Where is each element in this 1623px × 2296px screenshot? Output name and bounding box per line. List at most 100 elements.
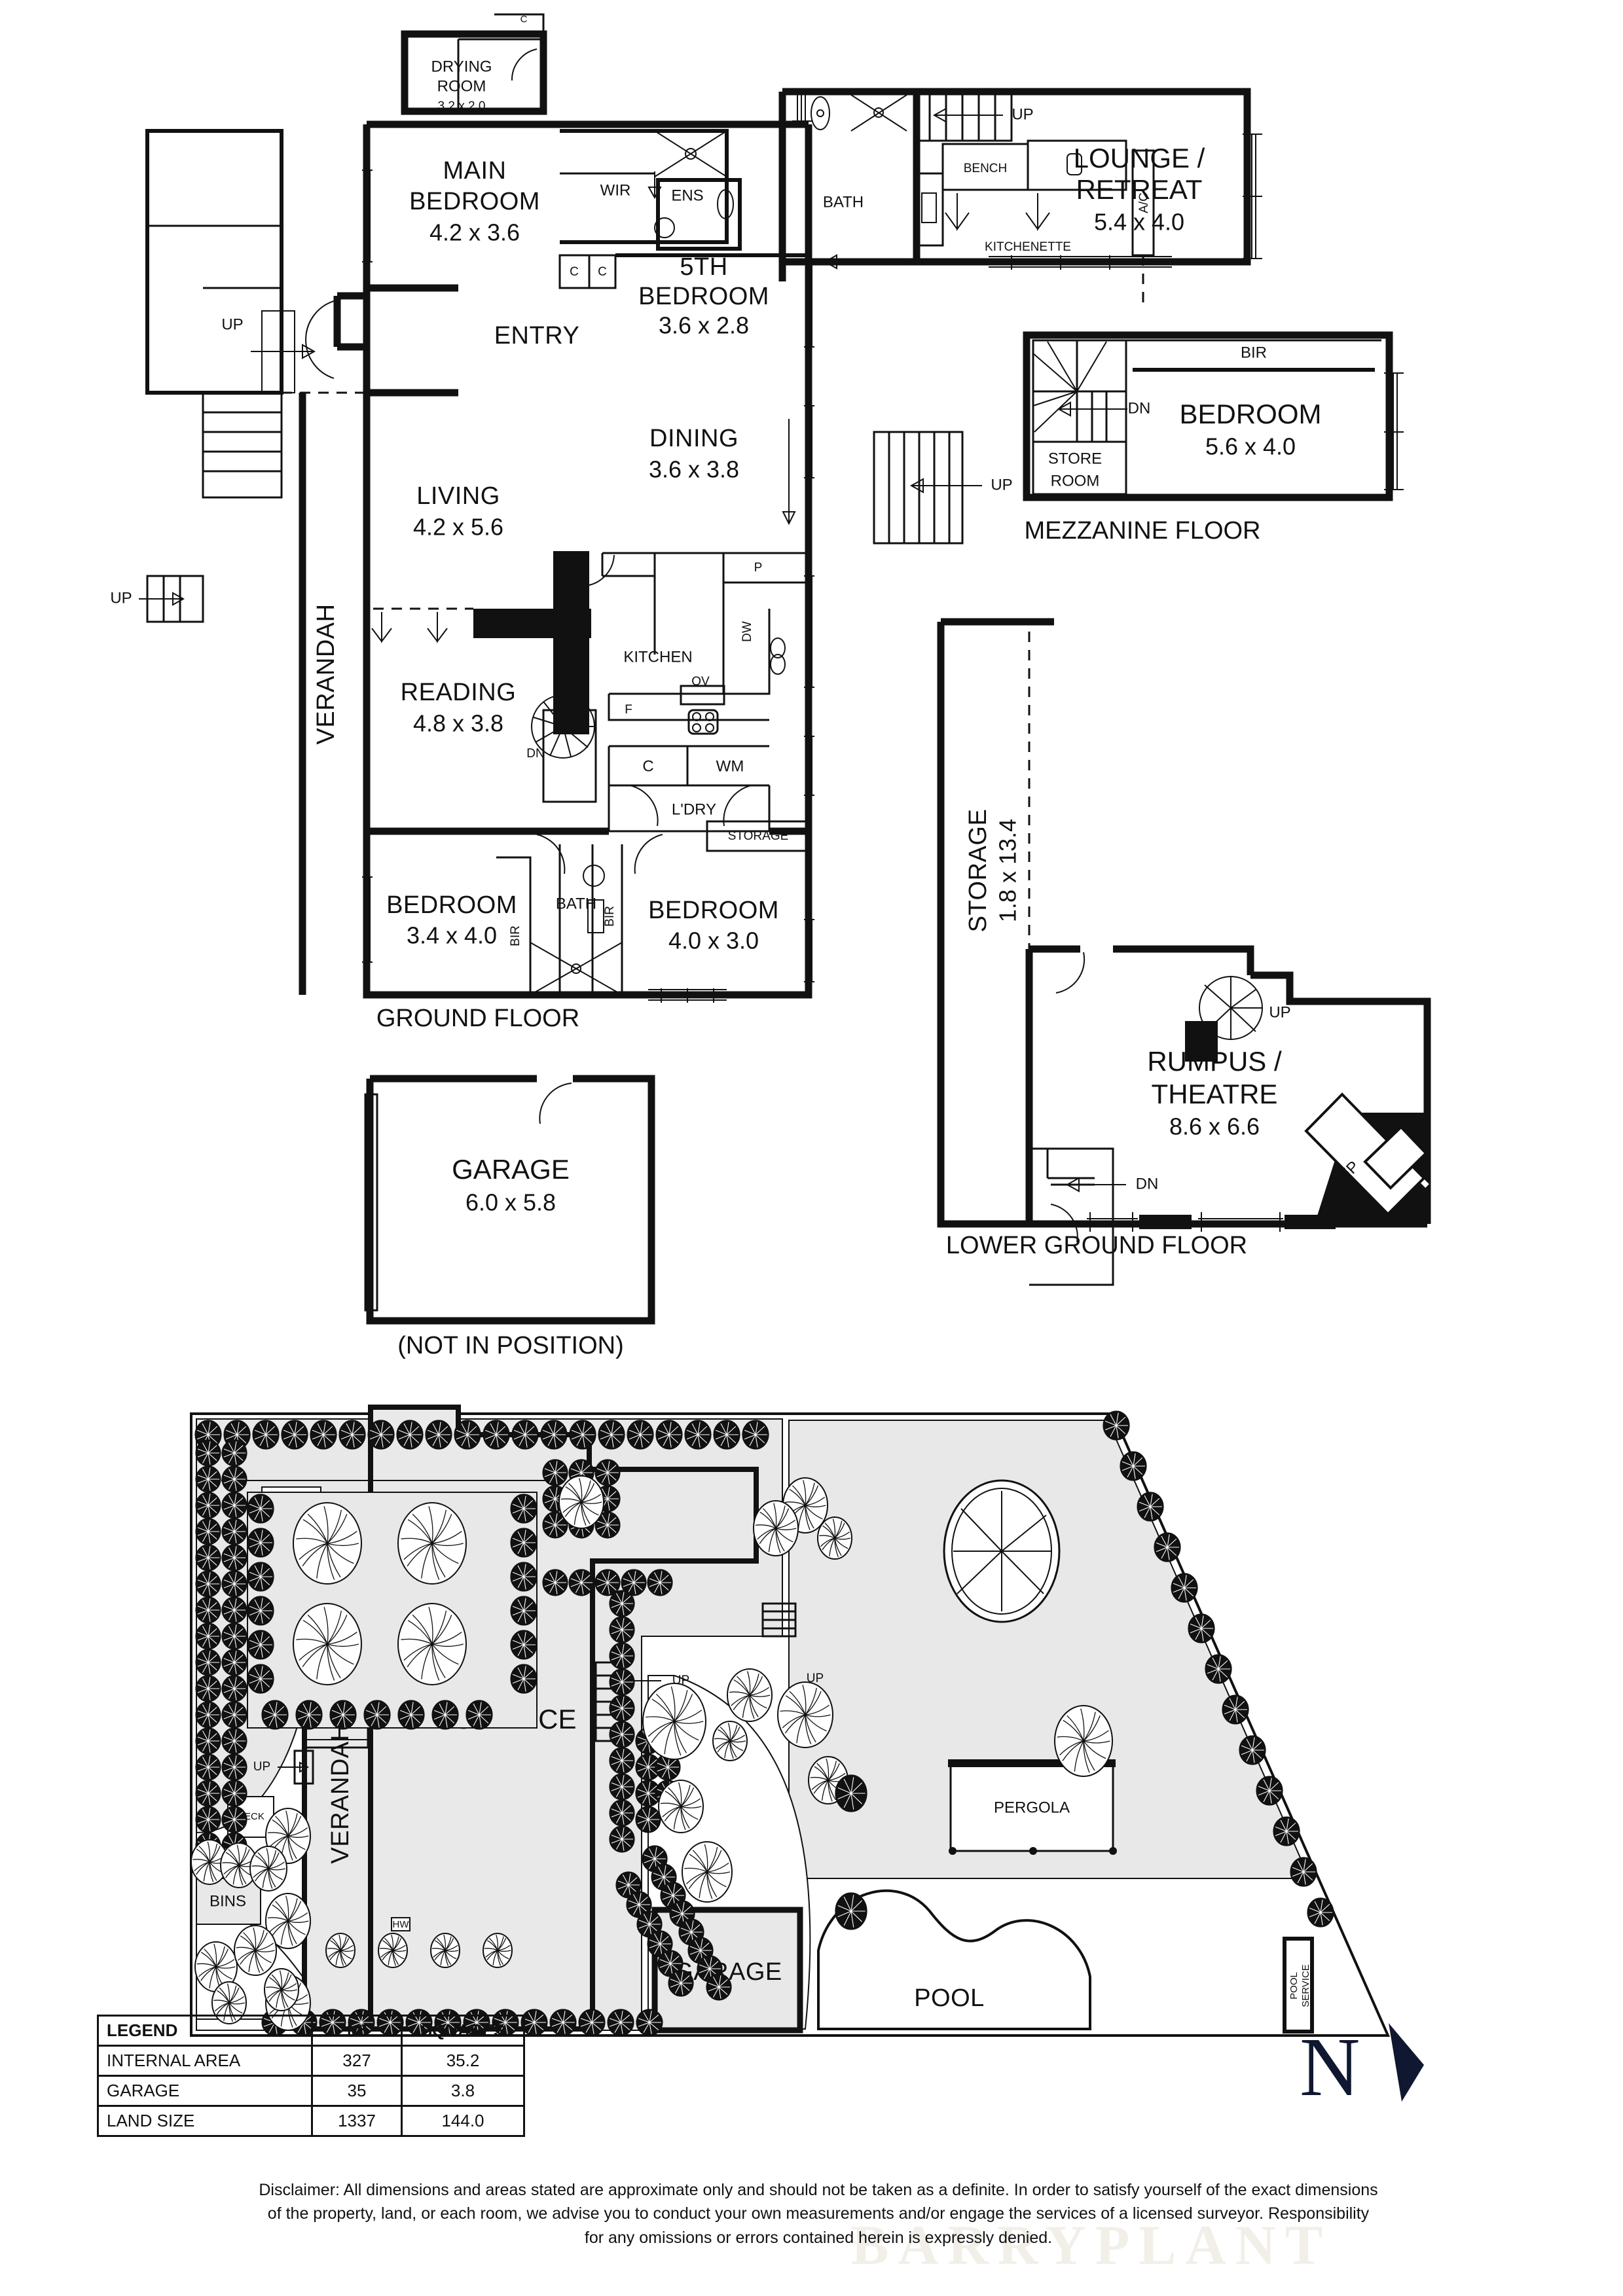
wir-fan-hub (685, 148, 697, 160)
shrub-icon (668, 1969, 694, 1997)
window-lounge-b (1243, 196, 1262, 259)
shrub-icon (1256, 1776, 1283, 1806)
shrub-icon (706, 1973, 732, 2001)
tree-icon (558, 1475, 604, 1529)
label-lounge-1: LOUNGE / (1074, 143, 1205, 173)
living-wall-spur (473, 609, 591, 638)
watermark: BARRYPLANT (851, 2214, 1332, 2276)
shrub-icon (609, 1747, 635, 1774)
cooktop-burner-4 (705, 723, 714, 732)
shrub-icon (1103, 1410, 1130, 1441)
shrub-icon (221, 1492, 247, 1519)
tree-icon (234, 1925, 277, 1976)
kitchenette-marker-b (1025, 193, 1050, 232)
label-up-site-2: UP (253, 1760, 270, 1774)
label-up-right: UP (991, 476, 1012, 493)
shrub-icon (195, 1570, 221, 1598)
shrub-icon (221, 1780, 247, 1807)
label-reading-dim: 4.8 x 3.8 (413, 710, 503, 737)
shrub-icon (568, 1569, 594, 1596)
shrub-icon (542, 1511, 568, 1539)
tree-icon (397, 1603, 467, 1685)
window-bath-top (792, 91, 812, 122)
living-wall-block (553, 551, 589, 734)
label-bath-top: BATH (823, 193, 864, 211)
label-p: P (754, 561, 763, 575)
shrub-icon (636, 2009, 663, 2036)
shrub-icon (195, 1492, 221, 1519)
shrub-icon (252, 1420, 280, 1450)
fireplace-hearth (1304, 1092, 1428, 1216)
shrub-icon (1222, 1695, 1249, 1725)
window-dining (804, 405, 814, 478)
table-row: LAND SIZE 1337 144.0 (97, 2105, 525, 2137)
wir-cross (654, 130, 727, 177)
laundry-bench (608, 745, 769, 787)
plans-svg: C DRYING ROOM 3.2 x 2.0 UP UP VERANDAH (110, 13, 1431, 1359)
shower-cross-top (850, 94, 907, 132)
label-bedroom-right: BEDROOM (648, 897, 779, 924)
label-hw: HW (393, 1919, 410, 1930)
porch-stair-rail (261, 310, 295, 393)
label-up-side: UP (110, 589, 132, 607)
label-garage: GARAGE (452, 1154, 570, 1185)
garage-note: (NOT IN POSITION) (397, 1332, 624, 1359)
cooktop-burner-2 (705, 712, 714, 721)
kitchen-sink-b (770, 654, 786, 675)
shrub-icon (542, 1459, 568, 1486)
table-row: INTERNAL AREA 327 35.2 (97, 2045, 525, 2077)
label-verandah-site: VERANDAH (327, 1723, 354, 1863)
shrub-icon (338, 1420, 366, 1450)
label-f: F (625, 703, 632, 717)
shrub-icon (1137, 1492, 1164, 1522)
shrub-icon (1205, 1654, 1232, 1684)
label-bedroom-right-dim: 4.0 x 3.0 (668, 927, 759, 954)
shrub-icon (1154, 1532, 1181, 1562)
label-ac: A/C (1137, 192, 1151, 213)
disclaimer-line-3: for any omissions or errors contained he… (584, 2228, 1053, 2247)
tree-icon (264, 1968, 299, 2011)
label-wir: WIR (600, 181, 631, 199)
shrub-icon (425, 1420, 452, 1450)
label-bins: BINS (210, 1892, 246, 1910)
bath-entry-arrow (823, 254, 917, 270)
shrub-icon (247, 1596, 274, 1626)
label-bir-left: BIR (509, 925, 522, 946)
pool-service-box (1283, 1937, 1314, 2034)
label-kitchenette: KITCHENETTE (985, 240, 1071, 254)
shrub-icon (221, 1623, 247, 1650)
legend-header-squares: SQUARES (401, 2015, 525, 2047)
shrub-icon (615, 1871, 642, 1899)
shrub-icon (221, 1570, 247, 1598)
shrub-icon (655, 1753, 681, 1781)
shrub-icon (594, 1511, 621, 1539)
porch-step (203, 287, 283, 393)
tree-icon (727, 1668, 773, 1722)
kitchenette-bench (1027, 139, 1127, 191)
label-pergola: PERGOLA (994, 1799, 1070, 1816)
shrub-icon (195, 1675, 221, 1702)
shrub-icon (195, 1544, 221, 1571)
toilet-top (811, 96, 830, 130)
shrub-icon (510, 1630, 538, 1660)
tree-icon (753, 1500, 799, 1556)
shrub-icon (221, 1465, 247, 1493)
label-drying-room-1: DRYING (431, 58, 492, 75)
pergola-post-1 (949, 1847, 957, 1855)
kitchenette-marker-a (945, 193, 970, 232)
tree-icon (642, 1683, 706, 1760)
shrub-icon (195, 1753, 221, 1781)
wir-outline (560, 129, 729, 244)
legend-header-name: LEGEND (97, 2015, 313, 2047)
laundry-outline (608, 785, 771, 833)
spiral-stair-box (542, 709, 597, 803)
shrub-icon (221, 1439, 247, 1467)
label-ens: ENS (671, 187, 703, 204)
label-main-bedroom-2: BEDROOM (409, 188, 540, 215)
mezzanine-stairs (1032, 339, 1127, 443)
legend-row-0-m2: 327 (311, 2045, 403, 2077)
spiral-stair-treads (533, 701, 594, 757)
window-laundry (804, 736, 814, 796)
entry-door-swing (305, 300, 335, 379)
tree-icon (817, 1516, 852, 1560)
